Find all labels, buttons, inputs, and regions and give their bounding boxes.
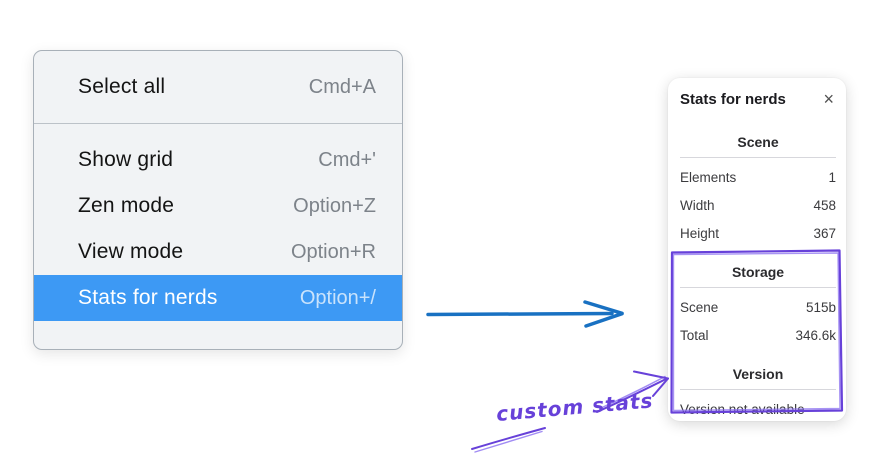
section-heading: Version [732,366,784,382]
menu-item-label: Select all [78,75,166,98]
stat-label: Width [680,198,715,213]
stat-value: 367 [813,226,836,241]
menu-section-bottom: Show grid Cmd+' Zen mode Option+Z View m… [34,124,402,334]
section-divider [680,287,836,288]
stat-label: Elements [680,170,737,185]
stat-row-total-size: Total 346.6k [680,322,836,350]
menu-item-select-all[interactable]: Select all Cmd+A [34,64,402,110]
version-note: Version not available [680,402,805,417]
menu-item-view-mode[interactable]: View mode Option+R [34,229,402,275]
stat-label: Scene [680,300,719,315]
menu-item-shortcut: Option+/ [299,286,376,309]
menu-item-label: View mode [78,240,184,263]
stats-panel-header: Stats for nerds × [680,90,836,110]
menu-item-label: Show grid [78,148,174,171]
close-icon[interactable]: × [823,89,834,109]
menu-item-shortcut: Cmd+A [308,75,376,98]
annotation-text: custom stats [495,388,655,426]
context-menu: Select all Cmd+A Show grid Cmd+' Zen mod… [33,50,403,350]
annotation-underline [471,427,546,453]
menu-item-label: Zen mode [78,194,175,217]
menu-item-zen-mode[interactable]: Zen mode Option+Z [34,183,402,229]
stat-row-scene-size: Scene 515b [680,294,836,322]
menu-section-top: Select all Cmd+A [34,51,402,123]
menu-item-show-grid[interactable]: Show grid Cmd+' [34,137,402,183]
menu-item-shortcut: Option+R [290,240,376,263]
stats-section-scene: Scene Elements 1 Width 458 Height 367 [680,132,836,248]
stat-row-elements: Elements 1 [680,164,836,192]
stat-label: Height [680,226,720,241]
menu-item-stats-for-nerds[interactable]: Stats for nerds Option+/ [34,275,402,321]
menu-item-label: Stats for nerds [78,286,218,309]
section-heading: Storage [731,264,785,280]
stats-panel: Stats for nerds × Scene Elements 1 Width… [668,78,846,421]
stat-label: Total [680,328,709,343]
stat-value: 458 [813,198,836,213]
stats-section-storage: Storage Scene 515b Total 346.6k [680,262,836,350]
stat-row-width: Width 458 [680,192,836,220]
menu-divider [34,123,402,124]
section-divider [680,157,836,158]
menu-item-shortcut: Cmd+' [318,148,376,171]
stat-value: 515b [805,300,836,315]
section-heading: Scene [737,134,779,150]
stat-value: 1 [828,170,836,185]
stats-panel-title: Stats for nerds [680,91,786,108]
menu-item-shortcut: Option+Z [293,194,376,217]
stat-row-height: Height 367 [680,220,836,248]
section-divider [680,389,836,390]
stat-value: 346.6k [795,328,836,343]
stats-section-version: Version Version not available [680,364,836,424]
flow-arrow [426,300,624,328]
